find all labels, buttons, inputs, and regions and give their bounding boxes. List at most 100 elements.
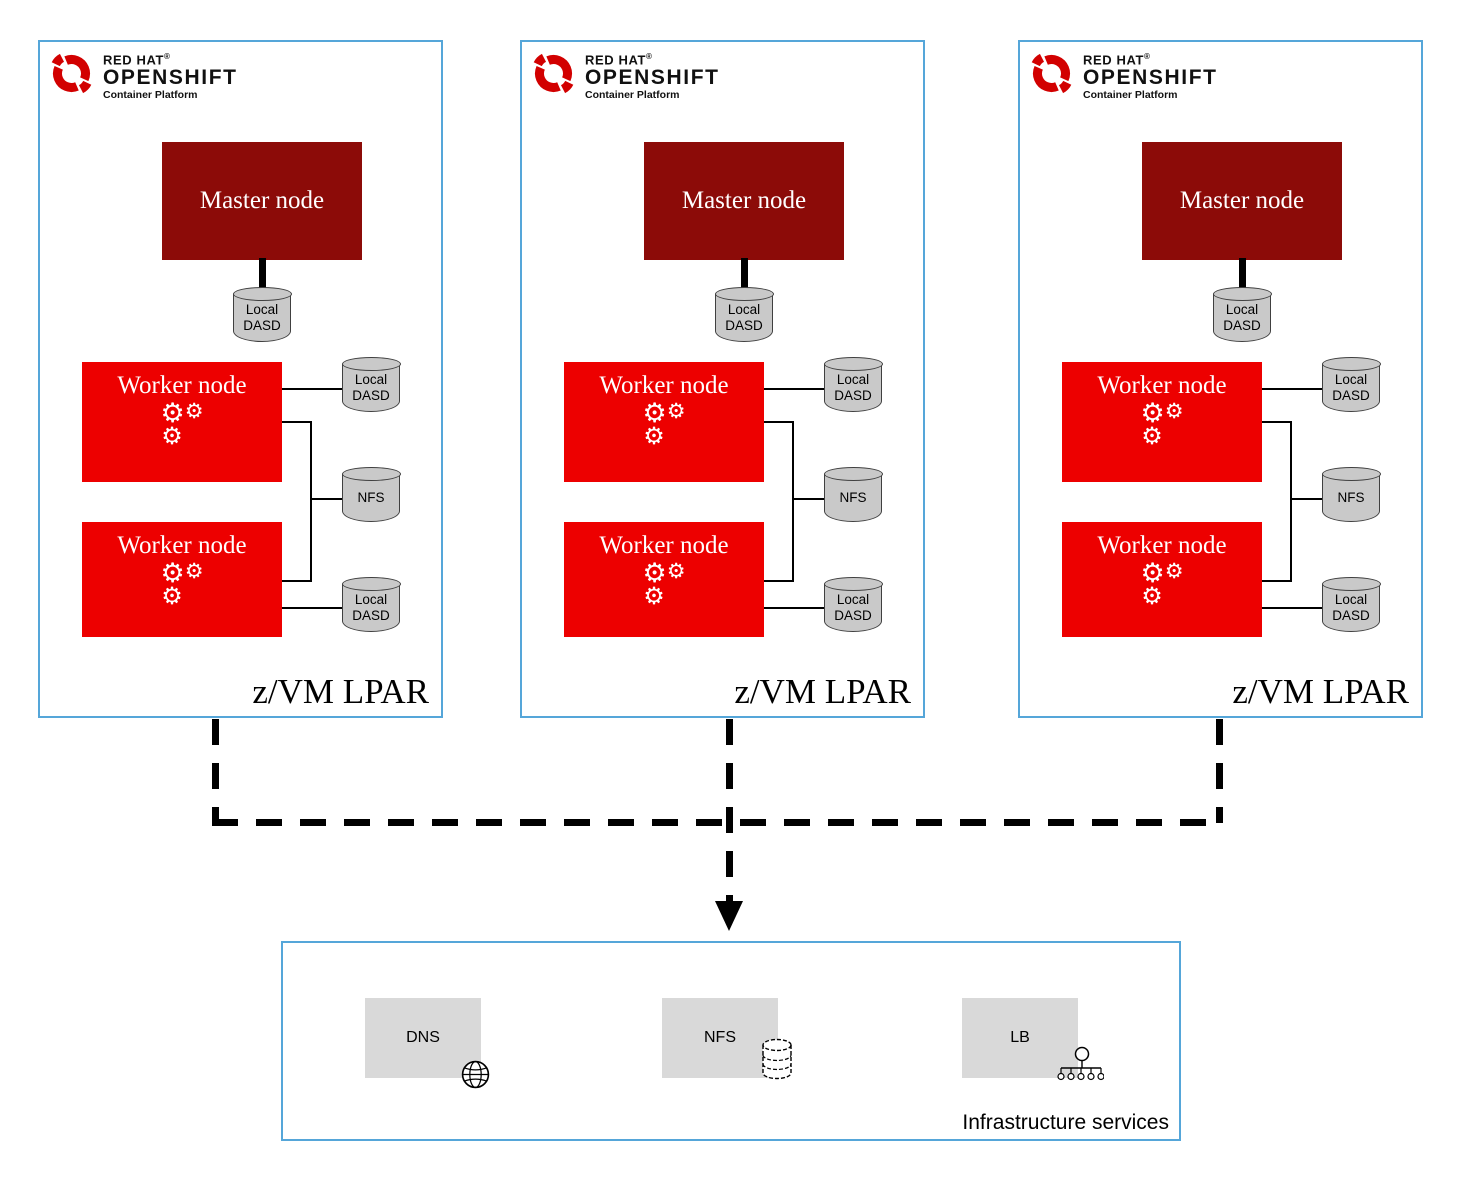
logo-brand-text: RED HAT® <box>103 52 171 68</box>
nfs-service: NFS <box>662 998 792 1080</box>
nfs-cylinder: NFS <box>823 467 883 522</box>
local-dasd-cylinder: Local DASD <box>1321 357 1381 412</box>
connector-line <box>764 388 824 390</box>
connector-line <box>764 607 824 609</box>
openshift-logo: RED HAT® OPENSHIFT Container Platform <box>530 50 720 101</box>
logo-brand-text: RED HAT® <box>1083 52 1151 68</box>
master-node: Master node <box>644 142 844 260</box>
local-dasd-cylinder: Local DASD <box>1321 577 1381 632</box>
worker-node-label: Worker node <box>1097 532 1227 559</box>
connector-line <box>1262 607 1322 609</box>
registered-mark: ® <box>646 52 653 61</box>
lb-service: LB <box>962 998 1105 1081</box>
logo-product-text: OPENSHIFT <box>1083 66 1218 90</box>
lpar-label: z/VM LPAR <box>1232 672 1409 711</box>
connector-line <box>792 498 825 500</box>
registered-mark: ® <box>164 52 171 61</box>
master-node-label: Master node <box>199 187 325 214</box>
connector-line <box>1290 498 1323 500</box>
connector-line <box>282 607 342 609</box>
connector-line <box>1262 388 1322 390</box>
connector-line <box>792 421 794 582</box>
worker-node-2: Worker node ⚙⚙⚙ <box>82 522 282 637</box>
gears-icon: ⚙⚙⚙ <box>1140 398 1184 450</box>
load-balancer-icon <box>1056 1046 1105 1084</box>
cylinder-label: Local DASD <box>1321 577 1381 632</box>
lpar1-connector-dashed <box>212 719 219 823</box>
master-node-label: Master node <box>1179 187 1305 214</box>
logo-text: RED HAT® OPENSHIFT Container Platform <box>585 50 720 101</box>
master-local-dasd-cylinder: Local DASD <box>714 287 774 342</box>
cylinder-label: Local DASD <box>1212 287 1272 342</box>
cylinder-label: Local DASD <box>341 577 401 632</box>
master-local-dasd-cylinder: Local DASD <box>232 287 292 342</box>
lpar-label: z/VM LPAR <box>252 672 429 711</box>
cylinder-label: Local DASD <box>823 357 883 412</box>
bus-connector-dashed <box>212 819 1223 826</box>
cylinder-label: Local DASD <box>341 357 401 412</box>
lpar2-connector-dashed <box>726 719 733 905</box>
gears-icon: ⚙⚙⚙ <box>642 398 686 450</box>
connector-line <box>310 498 343 500</box>
zvm-lpar-2: RED HAT® OPENSHIFT Container Platform Ma… <box>520 40 925 718</box>
lpar3-connector-dashed <box>1216 719 1223 823</box>
infrastructure-services-box: DNS NFS <box>281 941 1181 1141</box>
master-local-dasd-cylinder: Local DASD <box>1212 287 1272 342</box>
logo-subtitle-text: Container Platform <box>103 89 198 102</box>
openshift-logo-icon <box>48 50 95 97</box>
master-node-label: Master node <box>681 187 807 214</box>
openshift-logo-icon <box>530 50 577 97</box>
cylinder-label: Local DASD <box>1321 357 1381 412</box>
dns-label: DNS <box>406 1029 440 1046</box>
worker-node-2: Worker node ⚙⚙⚙ <box>1062 522 1262 637</box>
master-dasd-connector <box>259 258 266 292</box>
gears-icon: ⚙⚙⚙ <box>642 558 686 610</box>
connector-line <box>1262 421 1292 423</box>
local-dasd-cylinder: Local DASD <box>823 577 883 632</box>
connector-line <box>282 580 312 582</box>
openshift-logo-icon <box>1028 50 1075 97</box>
logo-text: RED HAT® OPENSHIFT Container Platform <box>103 50 238 101</box>
cylinder-label: Local DASD <box>232 287 292 342</box>
connector-line <box>1290 421 1292 582</box>
local-dasd-cylinder: Local DASD <box>823 357 883 412</box>
worker-node-label: Worker node <box>117 372 247 399</box>
connector-line <box>1262 580 1292 582</box>
connector-line <box>282 421 312 423</box>
zvm-lpar-3: RED HAT® OPENSHIFT Container Platform Ma… <box>1018 40 1423 718</box>
connector-line <box>764 580 794 582</box>
logo-text: RED HAT® OPENSHIFT Container Platform <box>1083 50 1218 101</box>
connector-line <box>764 421 794 423</box>
openshift-logo: RED HAT® OPENSHIFT Container Platform <box>48 50 238 101</box>
nfs-label: NFS <box>704 1029 736 1046</box>
nfs-cylinder: NFS <box>1321 467 1381 522</box>
gears-icon: ⚙⚙⚙ <box>1140 558 1184 610</box>
arrow-down-icon <box>715 901 743 931</box>
logo-product-text: OPENSHIFT <box>103 66 238 90</box>
zvm-lpar-1: RED HAT® OPENSHIFT Container Platform Ma… <box>38 40 443 718</box>
logo-subtitle-text: Container Platform <box>585 89 680 102</box>
registered-mark: ® <box>1144 52 1151 61</box>
cylinder-label: NFS <box>1321 467 1381 522</box>
worker-node-label: Worker node <box>599 372 729 399</box>
local-dasd-cylinder: Local DASD <box>341 577 401 632</box>
gears-icon: ⚙⚙⚙ <box>160 558 204 610</box>
dns-service: DNS <box>365 998 490 1089</box>
connector-line <box>282 388 342 390</box>
master-node: Master node <box>1142 142 1342 260</box>
worker-node-1: Worker node ⚙⚙⚙ <box>1062 362 1262 482</box>
local-dasd-cylinder: Local DASD <box>341 357 401 412</box>
openshift-logo: RED HAT® OPENSHIFT Container Platform <box>1028 50 1218 101</box>
gears-icon: ⚙⚙⚙ <box>160 398 204 450</box>
master-node: Master node <box>162 142 362 260</box>
logo-brand-text: RED HAT® <box>585 52 653 68</box>
lb-label: LB <box>1010 1029 1030 1046</box>
worker-node-1: Worker node ⚙⚙⚙ <box>82 362 282 482</box>
worker-node-2: Worker node ⚙⚙⚙ <box>564 522 764 637</box>
nfs-cylinder: NFS <box>341 467 401 522</box>
logo-subtitle-text: Container Platform <box>1083 89 1178 102</box>
cylinder-label: Local DASD <box>714 287 774 342</box>
logo-product-text: OPENSHIFT <box>585 66 720 90</box>
worker-node-label: Worker node <box>117 532 247 559</box>
worker-node-label: Worker node <box>1097 372 1227 399</box>
